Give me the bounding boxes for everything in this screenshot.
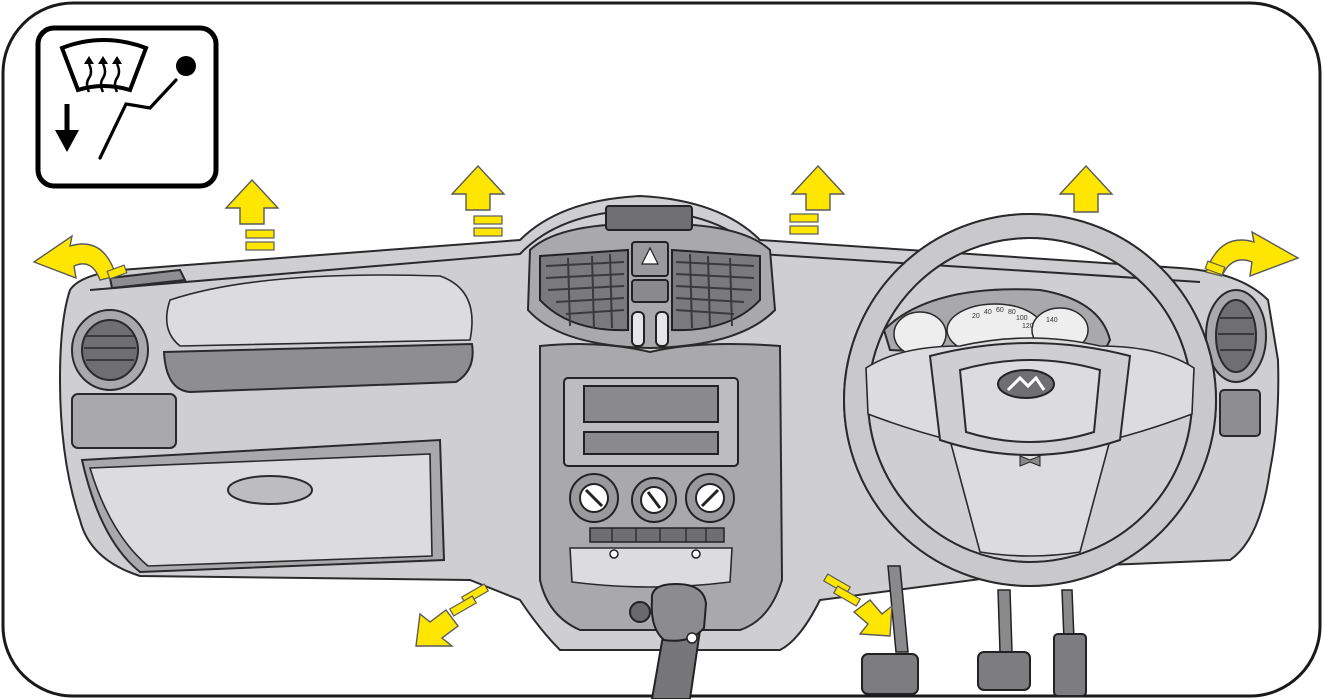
gauge-tick-label: 60	[996, 307, 1004, 314]
temperature-knob	[569, 473, 619, 523]
airflow-mode-knob	[685, 473, 735, 523]
gauge-tick-label: 40	[984, 309, 992, 316]
left-side-vent	[71, 309, 149, 391]
gauge-tick-label: 140	[1046, 317, 1058, 324]
airflow-arrow-defrost-3	[789, 164, 846, 235]
glovebox-handle	[227, 475, 313, 505]
horn-icon	[1019, 455, 1041, 467]
horn-pad	[958, 359, 1102, 443]
hazard-switch	[631, 241, 669, 303]
clutch-pedal	[861, 653, 919, 695]
accelerator-pedal	[1053, 633, 1087, 697]
gauge-tick-label: 80	[1008, 309, 1016, 316]
brake-pedal	[977, 651, 1031, 691]
airflow-arrow-defrost-1	[224, 178, 280, 251]
airflow-arrow-floor-left	[415, 583, 490, 647]
airflow-arrow-defrost-4	[1058, 164, 1114, 213]
steering-wheel	[843, 213, 1217, 587]
glovebox-tray	[162, 342, 474, 394]
centre-left-vent	[539, 248, 629, 332]
dashboard: 20 40 60 80 100 120 140	[58, 194, 1280, 699]
gauge-tick-label: 100	[1016, 315, 1028, 322]
gauge-tick-label: 20	[972, 313, 980, 320]
airflow-arrow-right-side	[1204, 230, 1300, 278]
windscreen-defrost-and-floor-mode-icon	[35, 25, 219, 189]
gear-lever	[629, 582, 708, 699]
top-centre-display	[605, 205, 693, 231]
centre-right-vent	[671, 248, 761, 332]
airflow-arrow-floor-right	[822, 573, 893, 637]
airflow-arrow-defrost-2	[450, 164, 506, 237]
fan-speed-knob	[631, 477, 677, 523]
pedals	[861, 565, 1087, 697]
right-side-vent	[1205, 289, 1267, 383]
brand-logo-icon	[997, 369, 1055, 399]
gauge-tick-label: 120	[1022, 323, 1034, 330]
airflow-arrow-left-side	[32, 234, 128, 281]
